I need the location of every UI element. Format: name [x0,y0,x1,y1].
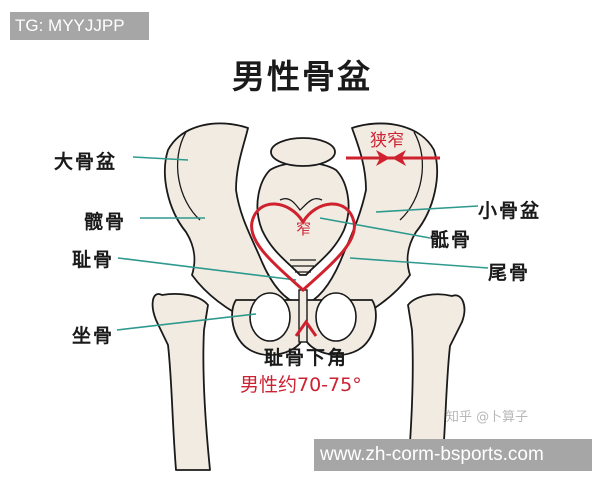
source-watermark: 知乎 @卜算子 [446,410,529,425]
leader-coccyx [349,257,489,269]
leader-ischium [116,313,257,331]
label-ischium: 坐骨 [72,325,115,347]
right-obturator-foramen [315,292,357,342]
label-hip-bone: 髋骨 [84,211,127,233]
annotation-narrow-iliac: 狭窄 [370,131,404,151]
subpubic-angle-mark [294,319,318,337]
leader-greater-pelvis [132,156,189,161]
left-ilium [164,122,301,331]
label-greater-pelvis: 大骨盆 [54,151,118,173]
diagram-title: 男性骨盆 [232,57,372,96]
annotation-narrow-inlet: 窄 [296,220,312,238]
url-badge: www.zh-corm-bsports.com [314,439,592,471]
left-obturator-foramen [249,292,291,342]
leader-lesser-pelvis [375,205,479,213]
label-subpubic-angle: 耻骨下角 [264,347,349,369]
label-coccyx: 尾骨 [488,262,531,284]
arrow-left-head [392,150,406,166]
annotation-angle-value: 男性约70-75° [240,374,362,396]
label-pubis: 耻骨 [72,249,115,271]
heart-shape-inlet [250,202,356,293]
leader-sacrum [319,217,431,239]
label-sacrum: 骶骨 [430,229,473,251]
arrow-right-head [376,150,390,166]
left-femur [151,292,211,471]
label-lesser-pelvis: 小骨盆 [478,200,542,222]
sacrum [256,161,350,276]
vertebra [270,137,336,167]
tg-badge: TG: MYYJJPP [10,12,149,40]
leader-pubis [117,257,297,281]
pubic-symphysis [298,289,308,343]
